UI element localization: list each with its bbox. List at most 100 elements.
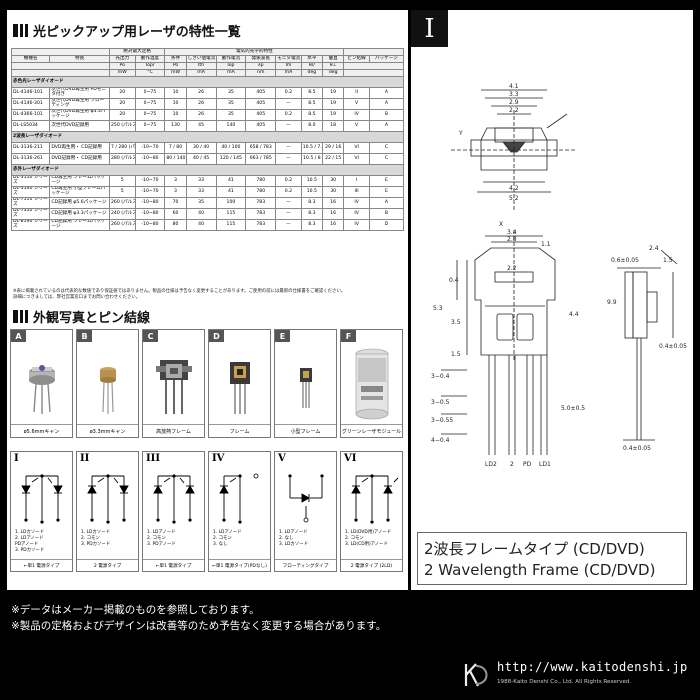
value-cell: 60 <box>164 208 187 220</box>
value-cell: 0.2 <box>275 109 302 121</box>
header-blank <box>11 69 110 77</box>
dim-label: 5.3 <box>433 305 443 312</box>
dim-label: 2.4 <box>649 245 659 252</box>
pin-diagram-3: III 1. LDアノード 2. コモン 3. PDアノード ←単1 電源タイプ <box>142 451 205 572</box>
pin-legend: 1. LDカソード 2. LDアノード PDアノード 3. PDカソード <box>15 530 45 553</box>
value-cell: 80 / 140 <box>164 153 187 165</box>
value-cell: 5 <box>108 175 136 187</box>
value-cell: 663 / 785 <box>245 153 277 165</box>
value-cell: -10~70 <box>134 142 166 154</box>
lead-label: LD2 <box>485 461 497 468</box>
dim-label: 9.9 <box>607 299 617 306</box>
column-symbol: Topr <box>134 62 166 70</box>
pin-legend: 1. LDアノード 2. なし 3. LDカソード <box>279 530 308 547</box>
value-cell: 40 / 45 <box>185 153 217 165</box>
value-cell: -10~80 <box>134 153 166 165</box>
value-cell: — <box>275 142 302 154</box>
pin-type-label: フローティングタイプ <box>275 559 336 571</box>
column-unit: mW <box>108 69 136 77</box>
header-blank <box>11 48 110 56</box>
value-cell: IV <box>343 197 370 209</box>
value-cell: 22 / 15 <box>322 153 345 165</box>
dim-label: 3.4 <box>507 229 517 236</box>
value-cell: 20 <box>108 98 136 110</box>
value-cell: 16 <box>322 208 345 220</box>
dim-label: 5.0±0.5 <box>561 405 585 412</box>
value-cell: 26 <box>185 98 217 110</box>
header-blank <box>11 62 110 70</box>
model-cell: DL-8190 シリーズ <box>10 219 51 231</box>
value-cell: 35 <box>185 197 217 209</box>
value-cell: IV <box>343 208 370 220</box>
value-cell: C <box>368 153 405 165</box>
value-cell: 3 <box>164 175 187 187</box>
package-card-d: D フレーム <box>208 329 271 438</box>
pin-diagram-4: IV 1. LDアノード 2. コモン 3. なし ←単1 電源タイプ(PDなし… <box>208 451 271 572</box>
column-unit: mA <box>185 69 217 77</box>
column-header: モニタ電流 <box>275 55 302 63</box>
value-cell: 8.5 <box>300 109 324 121</box>
value-cell: 41 <box>215 175 247 187</box>
axis-label-x: X <box>499 221 503 228</box>
value-cell: -10~80 <box>134 219 166 231</box>
value-cell: — <box>275 197 302 209</box>
caption-japanese: 2波長フレームタイプ (CD/DVD) <box>424 540 645 558</box>
value-cell: A <box>368 120 405 132</box>
value-cell: — <box>275 98 302 110</box>
pin-legend: 1. LDカソード 2. コモン 3. PDカソード <box>81 530 111 547</box>
ld-only-circuit-icon <box>219 473 259 524</box>
value-cell: V <box>343 98 370 110</box>
value-cell: -10~80 <box>134 197 166 209</box>
ld-pd-circuit-icon <box>153 474 195 524</box>
value-cell: 8.5 <box>300 98 324 110</box>
model-cell: DL-3160 シリーズ <box>10 186 51 198</box>
feature-cell: 次世代DVD再生用 PDモニタ付き <box>49 87 110 99</box>
dim-label: 4.1 <box>509 83 519 90</box>
value-cell: E <box>368 186 405 198</box>
website-link[interactable]: http://www.kaitodenshi.jp <box>497 660 688 674</box>
value-cell: 10 <box>164 87 187 99</box>
column-symbol: θ⊥ <box>322 62 345 70</box>
value-cell: 280 (パルス) / 280 (パルス) <box>108 153 136 165</box>
value-cell: 0~75 <box>134 98 166 110</box>
header-blank <box>343 48 404 56</box>
drawing-numeral-badge: I <box>411 10 448 47</box>
value-cell: A <box>368 197 405 209</box>
dim-label: 4.4 <box>569 311 579 318</box>
dim-label: 2.2 <box>509 107 519 114</box>
value-cell: 26 <box>185 87 217 99</box>
pin-type-label: ←単1 電源タイプ(PDなし) <box>209 559 270 571</box>
value-cell: C <box>368 142 405 154</box>
laser-characteristics-table: 絶対最大定格電気的光学的特性機種名特長光出力動作温度条件しきい値電流動作電流発振… <box>10 48 405 231</box>
caption-english: 2 Wavelength Frame (CD/DVD) <box>424 561 656 579</box>
column-unit: mA <box>275 69 302 77</box>
value-cell: 240 (パルス) <box>108 208 136 220</box>
table-note-1: ※表に掲載されているのは代表的な数値であり保証値ではありません。製品の仕様は予告… <box>13 289 346 294</box>
column-header: 水平 <box>300 55 324 63</box>
value-cell: 783 <box>245 197 277 209</box>
package-caption: 小型フレーム <box>275 424 336 437</box>
value-cell: -10~70 <box>134 186 166 198</box>
pin-diagram-numeral: VI <box>344 453 357 464</box>
value-cell: 10 <box>164 109 187 121</box>
pin-diagram-numeral: V <box>278 453 286 464</box>
value-cell: III <box>343 186 370 198</box>
model-cell: DL-4146-301 <box>10 98 51 110</box>
value-cell: 40 <box>185 219 217 231</box>
pin-type-label: ←単1 電源タイプ <box>11 559 72 571</box>
value-cell: 35 <box>215 98 247 110</box>
table-group-row: 赤外レーザダイオード <box>11 164 404 176</box>
value-cell: B <box>368 109 405 121</box>
feature-cell: 次世代DVD再生用 φ3.3パッケージ <box>49 109 110 121</box>
value-cell: II <box>343 87 370 99</box>
heading-bars-icon <box>13 309 28 323</box>
value-cell: 0.2 <box>275 87 302 99</box>
package-card-b: B ø3.3mmキャン <box>76 329 139 438</box>
ld-pd-circuit-icon <box>21 474 63 524</box>
dim-label: 0.4±0.05 <box>623 445 651 452</box>
value-cell: 19 <box>322 87 345 99</box>
value-cell: 3 <box>164 186 187 198</box>
value-cell: 5 <box>108 186 136 198</box>
column-header: 垂直 <box>322 55 345 63</box>
